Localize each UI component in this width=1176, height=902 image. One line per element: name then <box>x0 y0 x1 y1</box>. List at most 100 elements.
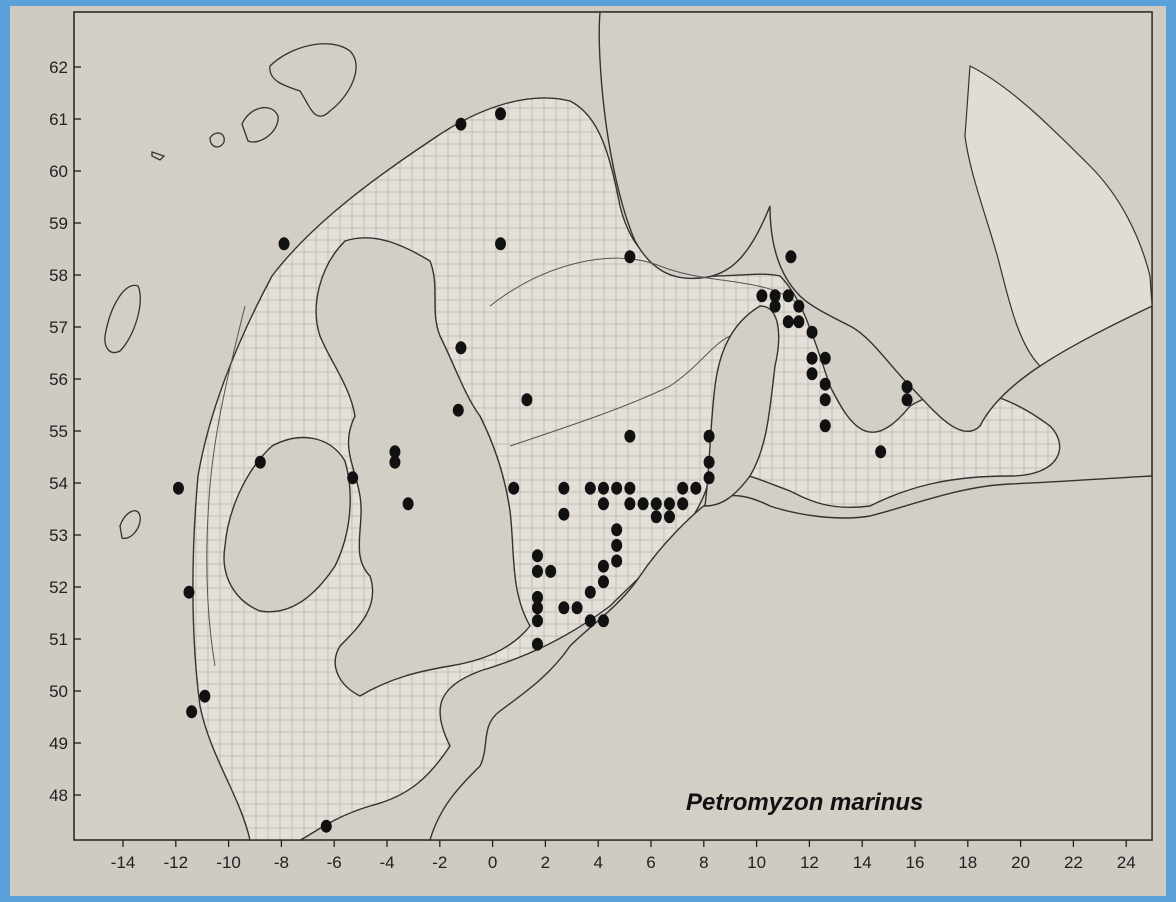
y-tick-label: 56 <box>49 370 68 389</box>
record-dot <box>545 564 557 578</box>
record-dot <box>531 637 543 651</box>
record-dot <box>531 590 543 604</box>
record-dot <box>703 455 715 469</box>
record-dot <box>455 341 467 355</box>
y-tick-label: 58 <box>49 266 68 285</box>
record-dot <box>611 538 623 552</box>
record-dot <box>278 237 290 251</box>
record-dot <box>690 481 702 495</box>
faroe-islands <box>269 43 357 117</box>
record-dot <box>677 497 689 511</box>
record-dot <box>389 445 401 459</box>
species-label: Petromyzon marinus <box>686 789 923 816</box>
record-dot <box>793 315 805 329</box>
record-dot <box>806 325 818 339</box>
record-dot <box>597 614 609 628</box>
y-tick-label: 51 <box>49 630 68 649</box>
y-tick-label: 52 <box>49 578 68 597</box>
record-dot <box>584 481 596 495</box>
great-britain-land <box>315 237 531 697</box>
record-dot <box>172 481 184 495</box>
record-dot <box>521 393 533 407</box>
record-dot <box>624 497 636 511</box>
record-dot <box>663 510 675 524</box>
record-dot <box>183 585 195 599</box>
y-tick-label: 55 <box>49 422 68 441</box>
record-dot <box>782 289 794 303</box>
x-tick-label: 22 <box>1064 853 1083 872</box>
record-dot <box>611 523 623 537</box>
record-dot <box>611 481 623 495</box>
x-tick-label: -4 <box>379 853 394 872</box>
x-tick-label: 14 <box>853 853 872 872</box>
ireland-land <box>223 436 351 613</box>
x-tick-label: 12 <box>800 853 819 872</box>
x-tick-label: -8 <box>274 853 289 872</box>
record-dot <box>558 507 570 521</box>
x-tick-label: 10 <box>747 853 766 872</box>
y-tick-label: 59 <box>49 214 68 233</box>
x-tick-label: -14 <box>111 853 136 872</box>
record-dot <box>782 315 794 329</box>
island-small-3 <box>151 151 166 161</box>
y-tick-label: 53 <box>49 526 68 545</box>
record-dot <box>558 481 570 495</box>
record-dot <box>584 614 596 628</box>
record-dot <box>558 601 570 615</box>
record-dot <box>320 819 332 833</box>
x-tick-label: 6 <box>646 853 655 872</box>
record-dot <box>756 289 768 303</box>
record-dot <box>508 481 520 495</box>
record-markers <box>172 107 913 833</box>
record-dot <box>875 445 887 459</box>
continental-europe-land <box>429 475 1153 841</box>
y-tick-label: 54 <box>49 474 68 493</box>
record-dot <box>611 554 623 568</box>
record-dot <box>901 380 913 394</box>
record-dot <box>531 614 543 628</box>
record-dot <box>677 481 689 495</box>
x-tick-label: 0 <box>488 853 497 872</box>
record-dot <box>571 601 583 615</box>
record-dot <box>597 575 609 589</box>
depth-contour <box>206 305 246 667</box>
y-tick-label: 61 <box>49 110 68 129</box>
record-dot <box>703 429 715 443</box>
record-dot <box>769 299 781 313</box>
y-tick-label: 48 <box>49 786 68 805</box>
record-dot <box>531 564 543 578</box>
record-dot <box>637 497 649 511</box>
record-dot <box>455 117 467 131</box>
x-tick-label: -2 <box>432 853 447 872</box>
jutland-land <box>704 305 780 507</box>
record-dot <box>597 559 609 573</box>
record-dot <box>531 601 543 615</box>
record-dot <box>186 705 198 719</box>
record-dot <box>389 455 401 469</box>
y-tick-label: 62 <box>49 58 68 77</box>
record-dot <box>597 481 609 495</box>
record-dot <box>624 429 636 443</box>
record-dot <box>819 377 831 391</box>
record-dot <box>819 393 831 407</box>
y-tick-label: 60 <box>49 162 68 181</box>
island-small-1 <box>241 106 279 143</box>
record-dot <box>663 497 675 511</box>
x-tick-label: -6 <box>327 853 342 872</box>
y-tick-label: 49 <box>49 734 68 753</box>
x-tick-label: 8 <box>699 853 708 872</box>
record-dot <box>901 393 913 407</box>
record-dot <box>819 419 831 433</box>
record-dot <box>769 289 781 303</box>
x-tick-label: 4 <box>593 853 602 872</box>
x-tick-label: 24 <box>1117 853 1136 872</box>
x-tick-label: 2 <box>541 853 550 872</box>
record-dot <box>650 510 662 524</box>
record-dot <box>597 497 609 511</box>
baltic-sea <box>964 65 1153 367</box>
x-tick-label: 16 <box>906 853 925 872</box>
record-dot <box>806 367 818 381</box>
record-dot <box>793 299 805 313</box>
